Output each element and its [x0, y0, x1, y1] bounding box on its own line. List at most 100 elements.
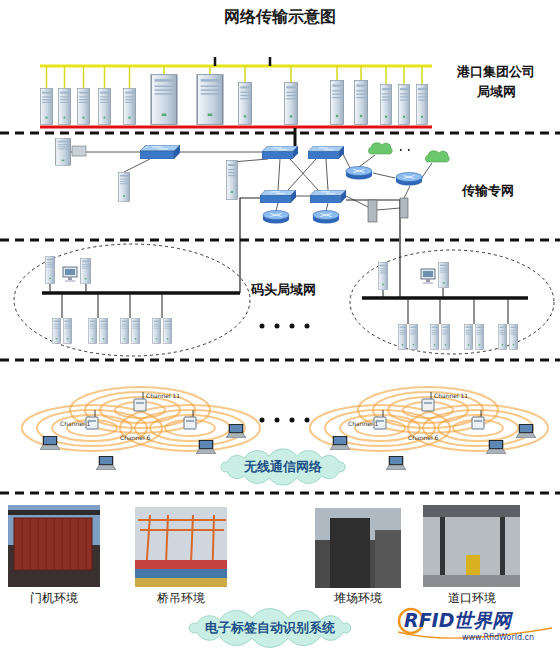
- photo-sky: [423, 505, 520, 587]
- server-icon: [464, 324, 472, 349]
- server-icon: [99, 318, 107, 343]
- site-photo: 堆场环境: [315, 505, 401, 606]
- gate-canopy: [423, 505, 520, 517]
- server-icon: [409, 324, 417, 349]
- ellipsis-dot: [260, 418, 265, 423]
- radio-coverage: [22, 387, 548, 451]
- watermark-url: www.RfidWorld.cn: [462, 633, 534, 643]
- site-photo-image: [423, 505, 520, 587]
- network-band: 码头局域网: [0, 244, 560, 356]
- server-icon: [285, 83, 298, 125]
- photo-caption: 堆场环境: [334, 590, 382, 606]
- ellipsis-dot: [305, 418, 310, 423]
- band-label: 港口集团公司 局域网: [452, 62, 540, 102]
- photo-caption: 道口环境: [448, 590, 496, 606]
- access-point: [184, 410, 196, 429]
- laptop-icon: [196, 440, 216, 454]
- photo-sky: [135, 507, 227, 587]
- site-photo: 道口环境: [423, 505, 520, 606]
- server-icon: [378, 262, 387, 289]
- switch-icon: [140, 145, 180, 159]
- ellipsis-dot: [290, 418, 295, 423]
- server-icon: [41, 88, 53, 124]
- server-icon: [331, 81, 344, 125]
- lan-bus: [40, 126, 432, 129]
- bus-tick: [215, 57, 270, 66]
- server-icon: [430, 324, 438, 349]
- server-icon: [152, 318, 160, 343]
- channel-label: Channel 11: [146, 392, 180, 399]
- channel-label: Channel 6: [408, 434, 438, 441]
- server-icon: [59, 88, 71, 124]
- server-icon: [88, 318, 96, 343]
- server-icon: [498, 324, 506, 349]
- laptop-icon: [96, 456, 116, 470]
- server-icon: [151, 75, 177, 125]
- server-icon: [239, 83, 252, 125]
- cloud-label: 无线通信网络: [244, 459, 322, 475]
- site-photo-image: [135, 507, 227, 587]
- lan-boundary: [350, 250, 554, 354]
- access-point: [134, 392, 146, 411]
- printer-icon: [72, 146, 86, 156]
- network-link: [239, 236, 240, 244]
- network-band: 港口集团公司 局域网: [0, 40, 560, 130]
- server-icon: [120, 318, 128, 343]
- lan-bus: [40, 65, 432, 68]
- trunk-wire: [240, 198, 400, 236]
- container-block: [14, 518, 92, 570]
- server-icon: [381, 85, 392, 125]
- diagram-title: 网络传输示意图: [0, 6, 560, 28]
- photo-caption: 桥吊环境: [157, 590, 205, 606]
- access-point: [472, 410, 484, 429]
- switch-icon: [310, 190, 346, 203]
- photo-sky: [315, 508, 401, 588]
- server-icon: [475, 324, 483, 349]
- laptop-icon: [226, 424, 246, 438]
- workstation-icon: [63, 267, 77, 282]
- cloud-shape: [189, 609, 351, 648]
- radio-ring: [120, 405, 260, 451]
- channel-label: Channel 11: [434, 392, 468, 399]
- section-divider: [0, 133, 560, 493]
- workstation-icon: [421, 269, 435, 284]
- ellipsis-dots: [400, 149, 410, 151]
- server-icon: [63, 318, 71, 343]
- ellipsis-dot: [290, 324, 295, 329]
- server-icon: [441, 324, 449, 349]
- server-icon: [52, 318, 60, 343]
- photo-ground: [423, 575, 520, 587]
- radio-ring: [408, 405, 548, 451]
- server-icon: [119, 172, 130, 201]
- container-row: [135, 569, 227, 578]
- server-icon: [99, 88, 111, 124]
- router-icon: [313, 211, 339, 224]
- server-icon: [56, 138, 71, 165]
- ellipsis-dots: [260, 418, 310, 423]
- photo-sky: [8, 505, 100, 587]
- server-icon: [45, 256, 54, 283]
- container-row: [135, 560, 227, 569]
- gate-pillar: [440, 517, 445, 577]
- cloud-shape: [221, 449, 345, 485]
- router-icon: [346, 167, 372, 180]
- server-icon: [124, 88, 136, 124]
- container-ribs: [22, 518, 86, 570]
- lan-boundary: [14, 244, 250, 356]
- network-band: 传输专网: [0, 137, 560, 236]
- server-icon: [227, 161, 238, 200]
- channel-label: Channel 1: [60, 420, 90, 427]
- photo-caption: 门机环境: [30, 590, 78, 606]
- server-icon: [398, 324, 406, 349]
- network-link: [399, 236, 400, 244]
- trunk-wire: [294, 128, 297, 146]
- ellipsis-dot: [260, 324, 265, 329]
- laptop-icon: [330, 436, 350, 450]
- band-label: 传输专网: [448, 181, 528, 201]
- switch-icon: [308, 146, 344, 159]
- server-icon: [131, 318, 139, 343]
- watermark-text: RFID世界网: [404, 609, 511, 632]
- server-icon: [417, 85, 428, 125]
